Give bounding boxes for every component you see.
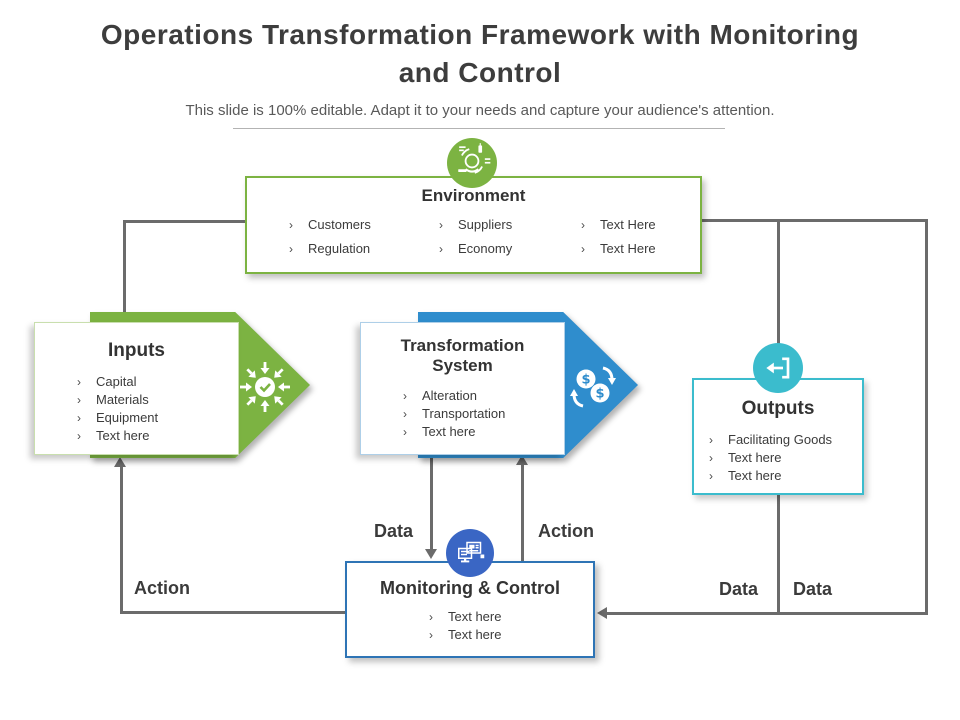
chevron-bullet-icon: › xyxy=(77,374,81,389)
flow-label-data-right-inner: Data xyxy=(719,579,759,599)
transformation-box: Transformation System ›Alteration ›Trans… xyxy=(360,322,565,455)
environment-item: ›Suppliers xyxy=(439,217,513,232)
flow-label-data-mid: Data xyxy=(374,521,414,541)
computer-monitoring-icon xyxy=(446,529,494,577)
flow-label-data-right-outer: Data xyxy=(793,579,833,599)
monitoring-item: ›Text here xyxy=(429,626,502,642)
chevron-bullet-icon: › xyxy=(289,218,293,232)
chevron-bullet-icon: › xyxy=(709,432,713,447)
environment-title: Environment xyxy=(421,186,526,205)
chevron-bullet-icon: › xyxy=(439,218,443,232)
chevron-bullet-icon: › xyxy=(429,609,433,624)
transformation-data-line-v xyxy=(430,455,433,550)
inputs-item: ›Equipment xyxy=(77,409,159,425)
chevron-bullet-icon: › xyxy=(439,242,443,256)
chevron-bullet-icon: › xyxy=(429,627,433,642)
env-to-inputs-line-h xyxy=(123,220,247,223)
chevron-bullet-icon: › xyxy=(403,424,407,439)
flow-label-action-left: Action xyxy=(134,578,190,598)
converge-check-icon xyxy=(238,360,292,414)
env-to-outputs-line-v xyxy=(777,219,780,349)
chevron-bullet-icon: › xyxy=(77,428,81,443)
export-arrow-icon xyxy=(753,343,803,393)
monitoring-box: Monitoring & Control ›Text here ›Text he… xyxy=(345,561,595,658)
page-title: Operations Transformation Framework with… xyxy=(100,19,860,88)
page-subtitle: This slide is 100% editable. Adapt it to… xyxy=(185,102,775,119)
inputs-box: Inputs ›Capital ›Materials ›Equipment ›T… xyxy=(34,322,239,455)
outputs-title: Outputs xyxy=(741,398,815,419)
arrowhead-action-up xyxy=(516,455,528,465)
transformation-item-list: ›Alteration ›Transportation ›Text here xyxy=(403,387,564,441)
environment-item: ›Text Here xyxy=(581,217,656,232)
action-left-line-v xyxy=(120,466,123,614)
arrowhead-data-down xyxy=(425,549,437,559)
chevron-bullet-icon: › xyxy=(581,218,585,232)
inputs-item: ›Materials xyxy=(77,391,149,407)
inputs-item: ›Text here xyxy=(77,427,150,443)
outputs-item: ›Text here xyxy=(709,467,782,483)
arrowhead-into-monitoring xyxy=(597,607,607,619)
outputs-item: ›Text here xyxy=(709,449,782,465)
transformation-item: ›Transportation xyxy=(403,405,506,421)
chevron-bullet-icon: › xyxy=(77,392,81,407)
environment-item-grid: ›Customers ›Suppliers ›Text Here ›Regula… xyxy=(289,217,700,256)
environment-icon-circle xyxy=(447,138,497,188)
outputs-box: Outputs ›Facilitating Goods ›Text here ›… xyxy=(692,378,864,495)
monitoring-left-line-h xyxy=(120,611,346,614)
environment-item: ›Text Here xyxy=(581,241,656,256)
monitoring-item: ›Text here xyxy=(429,608,502,624)
outputs-item: ›Facilitating Goods xyxy=(709,431,833,447)
inputs-title: Inputs xyxy=(108,340,165,361)
sustainability-hands-icon xyxy=(450,139,494,188)
monitoring-item-list: ›Text here ›Text here xyxy=(429,608,593,644)
bottom-right-line-h xyxy=(606,612,928,615)
subtitle-divider xyxy=(233,128,725,129)
outputs-to-bottom-line-v xyxy=(777,491,780,615)
svg-text:$: $ xyxy=(581,373,590,388)
right-side-line-v xyxy=(925,219,928,615)
environment-item: ›Economy xyxy=(439,241,513,256)
environment-item: ›Customers xyxy=(289,217,371,232)
env-to-right-line-h xyxy=(698,219,928,222)
inputs-item-list: ›Capital ›Materials ›Equipment ›Text her… xyxy=(77,373,238,445)
inputs-item: ›Capital xyxy=(77,373,137,389)
environment-box: Environment ›Customers ›Suppliers ›Text … xyxy=(245,176,702,274)
chevron-bullet-icon: › xyxy=(581,242,585,256)
svg-text:$: $ xyxy=(595,387,604,402)
chevron-bullet-icon: › xyxy=(709,450,713,465)
chevron-bullet-icon: › xyxy=(77,410,81,425)
arrowhead-into-inputs xyxy=(114,457,126,467)
transformation-title: Transformation System xyxy=(400,336,525,376)
chevron-bullet-icon: › xyxy=(403,388,407,403)
chevron-bullet-icon: › xyxy=(403,406,407,421)
monitoring-title: Monitoring & Control xyxy=(380,578,560,598)
transformation-item: ›Alteration xyxy=(403,387,477,403)
environment-item: ›Regulation xyxy=(289,241,371,256)
chevron-bullet-icon: › xyxy=(709,468,713,483)
flow-label-action-mid: Action xyxy=(538,521,594,541)
env-to-inputs-line-v xyxy=(123,220,126,316)
outputs-item-list: ›Facilitating Goods ›Text here ›Text her… xyxy=(709,431,862,485)
chevron-bullet-icon: › xyxy=(289,242,293,256)
currency-exchange-icon: $ $ xyxy=(566,360,620,414)
transformation-item: ›Text here xyxy=(403,423,476,439)
monitoring-action-line-v xyxy=(521,464,524,562)
